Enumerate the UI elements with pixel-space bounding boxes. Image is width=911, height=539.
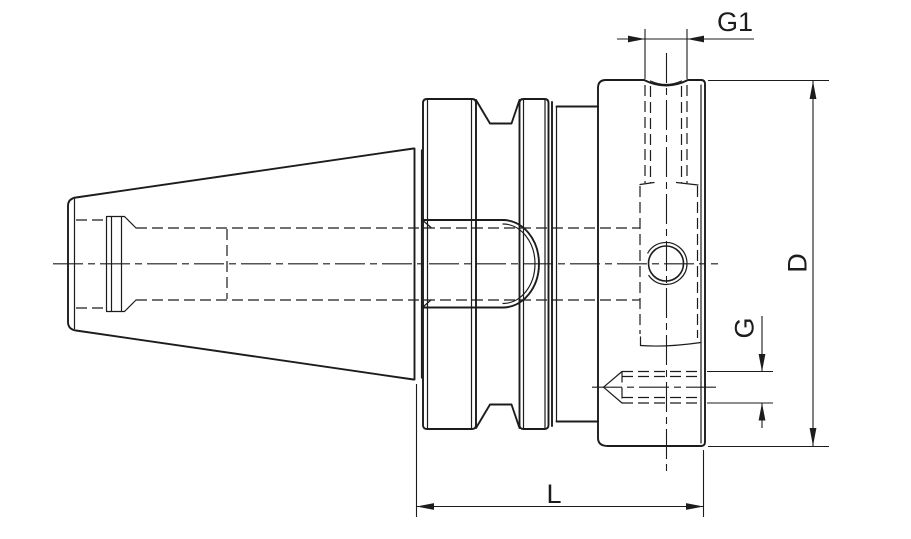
dimension-l: L <box>415 384 705 517</box>
dimension-label-d: D <box>782 253 812 273</box>
center-lines <box>53 53 718 471</box>
dimension-g: G <box>707 316 773 428</box>
d-arrow-top <box>809 81 817 99</box>
g-arrow-top <box>758 354 766 372</box>
internal-pocket-hidden-lines <box>639 186 702 347</box>
d-arrow-bottom <box>809 428 817 446</box>
dimension-label-g1: G1 <box>717 7 753 37</box>
dimension-label-l: L <box>546 479 561 509</box>
l-arrow-right <box>686 503 704 510</box>
v-groove-bottom <box>475 403 521 429</box>
body <box>597 79 706 447</box>
g-arrow-bottom <box>758 403 766 421</box>
v-groove-top <box>475 99 521 125</box>
vertical-hole-hidden-lines <box>639 85 699 186</box>
side-hole-hidden-lines <box>602 370 701 404</box>
l-arrow-left <box>416 503 434 510</box>
dimension-d: D <box>708 79 829 448</box>
dimension-g1: G1 <box>617 7 754 79</box>
neck <box>555 105 599 423</box>
g1-arrow-right <box>687 35 704 43</box>
g1-arrow-left <box>628 35 645 43</box>
dimension-label-g: G <box>729 317 759 338</box>
